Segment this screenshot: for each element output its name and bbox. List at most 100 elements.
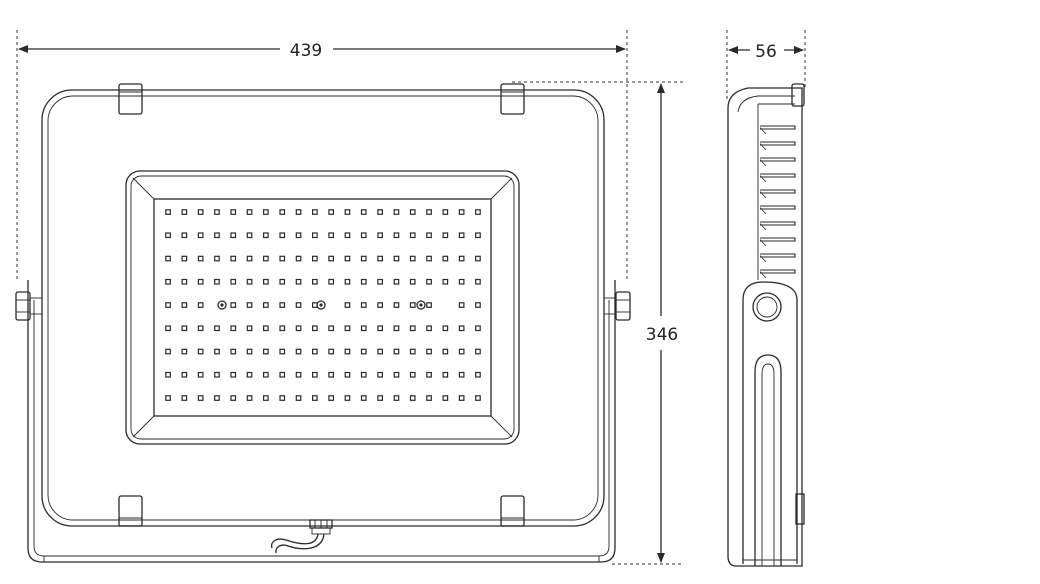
led-grid xyxy=(165,209,481,401)
heatsink-fin-taper xyxy=(759,255,767,263)
led-chip xyxy=(214,209,220,215)
led-chip xyxy=(442,232,449,239)
width-label: 439 xyxy=(290,41,322,61)
led-chip xyxy=(377,209,383,215)
led-chip xyxy=(214,395,220,401)
led-chip xyxy=(165,255,171,262)
led-chip xyxy=(409,209,416,215)
led-chip xyxy=(360,209,367,215)
led-chip xyxy=(214,255,220,262)
heatsink-fin-taper xyxy=(759,223,767,231)
led-chip xyxy=(360,302,367,308)
side-clip-bottom xyxy=(795,493,805,525)
led-chip xyxy=(230,348,237,355)
led-chip xyxy=(328,232,334,239)
screw-center-ring xyxy=(316,300,326,310)
led-chip xyxy=(426,302,432,308)
screw-right-ring xyxy=(416,300,426,310)
led-chip xyxy=(360,232,367,239)
led-chip xyxy=(426,371,432,378)
led-chip xyxy=(409,325,416,332)
led-chip xyxy=(377,371,383,378)
led-chip xyxy=(458,395,465,401)
heatsink-fin xyxy=(760,237,796,242)
led-chip xyxy=(442,348,449,355)
heatsink-fin xyxy=(760,269,796,274)
led-chip xyxy=(409,348,416,355)
led-chip xyxy=(426,325,432,332)
led-chip xyxy=(328,209,334,215)
led-chip xyxy=(344,255,351,262)
led-chip xyxy=(442,278,449,285)
led-chip xyxy=(393,348,400,355)
led-chip xyxy=(312,395,318,401)
led-chip xyxy=(197,209,204,215)
led-chip xyxy=(263,302,269,308)
led-chip xyxy=(279,209,286,215)
height-dimension: 346 xyxy=(512,81,683,565)
led-chip xyxy=(377,255,383,262)
led-chip xyxy=(312,325,318,332)
led-chip xyxy=(360,395,367,401)
led-chip xyxy=(197,395,204,401)
led-chip xyxy=(197,278,204,285)
led-chip xyxy=(246,348,253,355)
height-label: 346 xyxy=(646,325,678,345)
led-chip xyxy=(328,278,334,285)
screw-left-ring xyxy=(217,300,227,310)
led-chip xyxy=(360,371,367,378)
led-chip xyxy=(344,278,351,285)
led-chip xyxy=(181,278,188,285)
led-chip xyxy=(426,395,432,401)
led-chip xyxy=(263,255,269,262)
led-chip xyxy=(393,395,400,401)
led-chip xyxy=(409,371,416,378)
reflector-frame-outer xyxy=(125,170,520,445)
led-chip xyxy=(263,348,269,355)
led-chip xyxy=(279,232,286,239)
mounting-bracket-outer xyxy=(27,280,616,563)
heatsink-fin xyxy=(760,221,796,226)
led-chip xyxy=(442,255,449,262)
heatsink-fin-taper xyxy=(759,127,767,135)
led-chip xyxy=(328,395,334,401)
led-chip xyxy=(181,348,188,355)
led-chip xyxy=(263,278,269,285)
led-chip xyxy=(344,395,351,401)
led-chip xyxy=(458,278,465,285)
mounting-bracket-inner xyxy=(33,300,610,557)
led-chip xyxy=(279,371,286,378)
side-bracket-arm xyxy=(742,281,798,564)
led-chip xyxy=(230,278,237,285)
led-chip xyxy=(230,371,237,378)
side-body-outline xyxy=(727,87,803,567)
led-chip xyxy=(263,325,269,332)
led-chip xyxy=(312,371,318,378)
led-chip xyxy=(458,232,465,239)
screw-right-dot xyxy=(419,303,423,307)
led-chip xyxy=(475,371,481,378)
led-chip xyxy=(475,395,481,401)
side-clip-top xyxy=(791,83,805,107)
led-chip xyxy=(214,232,220,239)
led-chip xyxy=(246,232,253,239)
side-view xyxy=(727,83,805,567)
led-chip xyxy=(475,278,481,285)
led-chip xyxy=(165,209,171,215)
led-chip xyxy=(263,395,269,401)
led-chip xyxy=(475,209,481,215)
led-chip xyxy=(230,395,237,401)
heatsink-fin xyxy=(760,189,796,194)
led-chip xyxy=(312,348,318,355)
led-chip xyxy=(344,325,351,332)
led-chip xyxy=(409,395,416,401)
led-chip xyxy=(263,209,269,215)
led-chip xyxy=(458,371,465,378)
bolt-right-washer xyxy=(603,297,617,315)
side-slot-inner xyxy=(761,363,775,566)
led-chip xyxy=(393,209,400,215)
led-chip xyxy=(181,232,188,239)
led-chip xyxy=(360,325,367,332)
led-chip xyxy=(181,325,188,332)
